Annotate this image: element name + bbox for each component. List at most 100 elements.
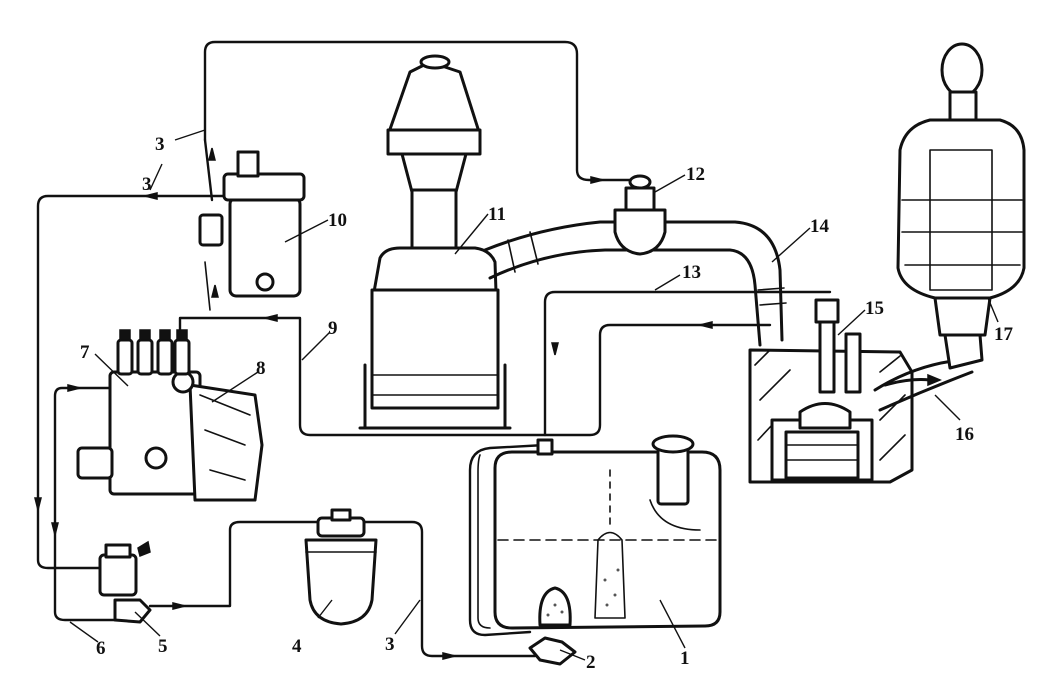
line-13 [543, 290, 832, 437]
tank-side-hose [468, 443, 547, 637]
priming-pump [98, 540, 152, 624]
low-pressure-line-6 [53, 386, 122, 622]
air-filter-stand [358, 363, 512, 430]
flow-arrow [590, 176, 604, 184]
leader-13 [654, 274, 681, 291]
label-3-bottom: 3 [385, 634, 395, 655]
leader-3c [394, 599, 421, 635]
leader-17 [987, 297, 999, 323]
piston [784, 430, 860, 480]
muffler-core [929, 149, 993, 291]
leader-11 [454, 213, 489, 255]
pump-element-nut [176, 329, 188, 341]
fuel-tank [493, 434, 722, 630]
tank-sensor-tube [594, 531, 626, 619]
label-7: 7 [80, 342, 90, 363]
pump-element [136, 338, 154, 376]
intake-hose-rings [507, 231, 787, 306]
strainer-dot [546, 613, 550, 617]
drain-valve [528, 636, 577, 666]
head-hatch [754, 349, 906, 461]
flow-arrow [442, 652, 456, 660]
label-2: 2 [586, 652, 596, 673]
muffler-outlet [933, 296, 992, 337]
air-filter-cap-band [386, 128, 482, 156]
flow-arrow [211, 284, 219, 298]
pump-element-nut [159, 329, 171, 341]
nozzle-12-top [628, 174, 652, 190]
label-9: 9 [328, 318, 338, 339]
air-filter-knob [419, 54, 451, 70]
tank-sediment [603, 578, 607, 582]
label-17: 17 [994, 324, 1014, 345]
part-labels: 1 2 3 3 3 4 5 6 7 8 9 10 11 12 13 14 15 … [80, 134, 1014, 673]
priming-pump-body [98, 553, 138, 597]
leader-3a [174, 129, 206, 141]
tank-strainer [528, 586, 577, 666]
tank-baffle [649, 499, 701, 531]
coarse-filter-bracket [236, 150, 260, 178]
label-8: 8 [256, 358, 266, 379]
coarse-filter [198, 150, 306, 298]
label-14: 14 [810, 216, 830, 237]
injector-15 [818, 318, 836, 394]
leader-5 [134, 611, 161, 637]
exhaust-arrow [883, 378, 932, 387]
nozzle-12 [613, 174, 667, 256]
strainer-dot [560, 610, 564, 614]
leader-16 [934, 394, 961, 421]
air-filter-housing-top [372, 246, 498, 294]
tank-outlet-fitting [536, 438, 554, 456]
tank-sediment [616, 568, 620, 572]
combustion-chamber [798, 402, 852, 430]
tank-filler-neck [656, 446, 690, 506]
flow-arrow [51, 522, 59, 536]
coarse-filter-head [222, 172, 306, 202]
line-to-fine-filter [148, 520, 332, 608]
flow-arrow [172, 602, 186, 610]
muffler [896, 42, 1026, 370]
line-9 [178, 316, 772, 437]
valve-spring [844, 332, 862, 394]
leader-14 [771, 227, 811, 263]
muffler-cap [940, 42, 984, 98]
injection-pump [76, 329, 264, 502]
air-filter-cap [386, 60, 482, 137]
label-5: 5 [158, 636, 168, 657]
tank-sediment [605, 603, 609, 607]
piston-hatch [785, 444, 859, 461]
muffler-body [896, 118, 1026, 300]
intake-pipe-upper [483, 220, 784, 342]
intake-manifold [483, 220, 787, 347]
label-1: 1 [680, 648, 690, 669]
leader-12 [654, 174, 686, 193]
leader-2 [559, 649, 586, 661]
leader-15 [837, 309, 866, 336]
line-3-bottom [356, 520, 537, 658]
leader-8 [211, 371, 259, 403]
label-6: 6 [96, 638, 106, 659]
label-3-top: 3 [155, 134, 165, 155]
coarse-filter-valve [198, 213, 224, 247]
leader-10 [284, 219, 329, 243]
injector-15-top [814, 298, 840, 324]
flow-arrow [208, 147, 216, 161]
return-line-top [203, 40, 642, 182]
air-filter-housing-lines [371, 374, 499, 396]
pump-element [173, 338, 191, 376]
pump-element [116, 338, 134, 376]
fine-filter [304, 508, 378, 626]
air-filter-neck [400, 152, 468, 194]
pump-element-nut [119, 329, 131, 341]
flow-arrow [264, 314, 278, 322]
leader-3b [149, 163, 163, 191]
flow-arrow [34, 497, 42, 511]
pump-drive-hub [76, 446, 114, 480]
label-10: 10 [328, 210, 347, 231]
priming-pump-top [104, 543, 132, 559]
leader-4 [317, 599, 333, 619]
return-line-left [36, 194, 232, 570]
filter-bowl [304, 538, 378, 626]
coarse-filter-drain [255, 272, 275, 292]
